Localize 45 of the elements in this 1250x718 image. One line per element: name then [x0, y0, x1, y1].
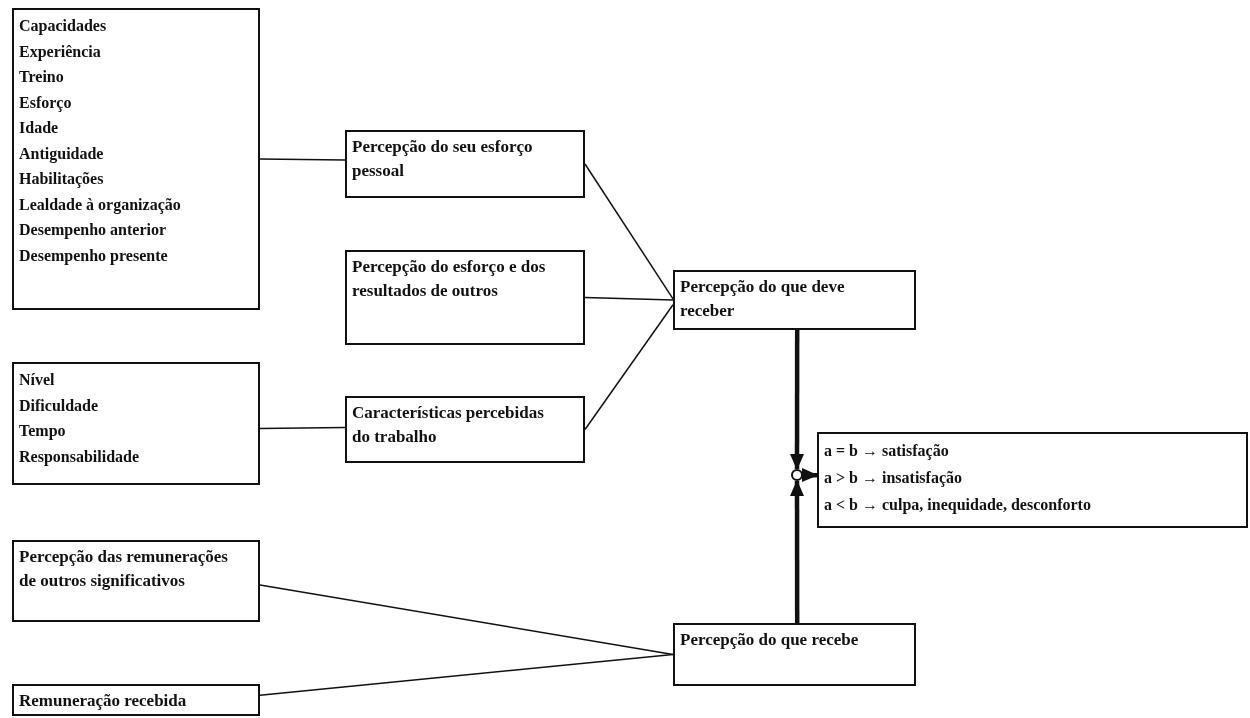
connector-line: [259, 426, 346, 430]
result-box: [817, 432, 1248, 528]
process-box: [673, 270, 916, 330]
list-item: Responsabilidade: [19, 446, 141, 468]
box-text: Percepção do esforço e dos resultados de outros: [352, 256, 547, 302]
arrow: [790, 330, 804, 470]
process-box: [12, 684, 260, 716]
list-item: Experiência: [19, 41, 102, 63]
list-item: Tempo: [19, 421, 67, 442]
connector-line: [584, 304, 674, 431]
list-item: Dificuldade: [19, 395, 100, 416]
list-box: [12, 8, 260, 310]
connector-line: [259, 158, 346, 161]
box-text: Percepção das remunerações de outros significativos: [19, 546, 228, 592]
connector-line: [259, 584, 674, 656]
list-item: Nível: [19, 370, 56, 390]
list-item: Antiguidade: [19, 143, 105, 165]
outcome-text: a < b → culpa, inequidade, desconforto: [824, 495, 1092, 516]
arrow: [790, 480, 804, 623]
connector-line: [584, 163, 674, 300]
box-text: Percepção do seu esforço pessoal: [352, 136, 534, 182]
list-item: Treino: [19, 67, 65, 87]
list-item: Capacidades: [19, 16, 108, 37]
process-box: [345, 130, 585, 198]
arrow: [801, 468, 818, 482]
list-item: Desempenho presente: [19, 245, 169, 267]
list-item: Desempenho anterior: [19, 220, 168, 241]
list-item: Idade: [19, 118, 60, 138]
list-box: [12, 362, 260, 485]
box-text: Características percebidas do trabalho: [352, 402, 545, 448]
outcome-text: a = b → satisfação: [824, 441, 950, 462]
junction-circle: [791, 469, 803, 481]
list-item: Habilitações: [19, 169, 105, 190]
process-box: [12, 540, 260, 622]
outcome-text: a > b → insatisfação: [824, 468, 963, 489]
connector-line: [259, 653, 674, 696]
box-text: Percepção do que deve receber: [680, 276, 846, 322]
list-item: Esforço: [19, 92, 73, 114]
list-item: Lealdade à organização: [19, 194, 182, 216]
connector-line: [584, 296, 674, 301]
box-text: Percepção do que recebe: [680, 629, 860, 651]
process-box: [345, 396, 585, 463]
process-box: [673, 623, 916, 686]
box-text: Remuneração recebida: [19, 690, 188, 712]
process-box: [345, 250, 585, 345]
